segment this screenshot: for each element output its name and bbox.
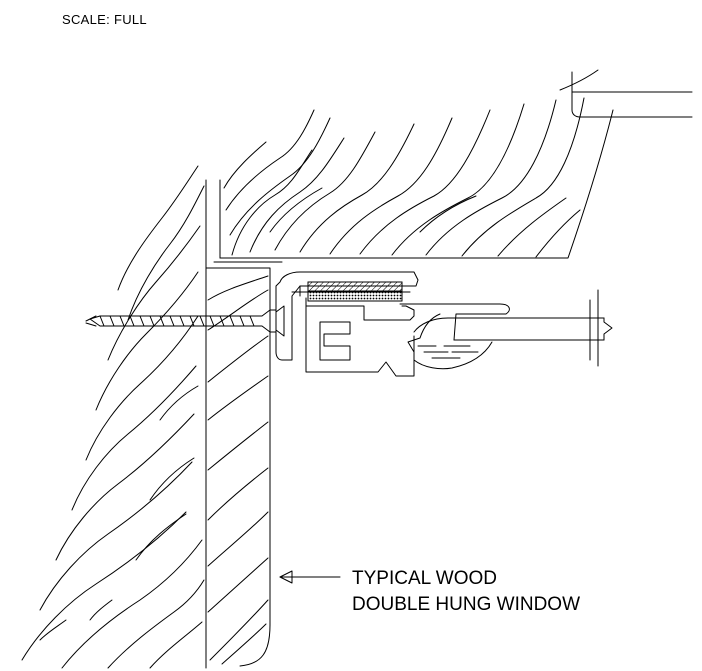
- callout-label: TYPICAL WOOD DOUBLE HUNG WINDOW: [352, 566, 580, 618]
- sash-glazing: [413, 289, 613, 370]
- upper-frame: [571, 71, 693, 118]
- scale-note: SCALE: FULL: [62, 12, 147, 27]
- callout-line-1: TYPICAL WOOD: [352, 568, 497, 589]
- callout-line-2: DOUBLE HUNG WINDOW: [352, 594, 580, 615]
- jamb-wood-grain: [207, 275, 269, 665]
- arrow-left-icon: [279, 570, 341, 584]
- head-wood-block: [219, 69, 614, 259]
- jamb-lines: [205, 179, 283, 669]
- wood-screw: [85, 305, 285, 337]
- wall-wood-grain: [21, 165, 205, 669]
- gasket: [307, 281, 403, 302]
